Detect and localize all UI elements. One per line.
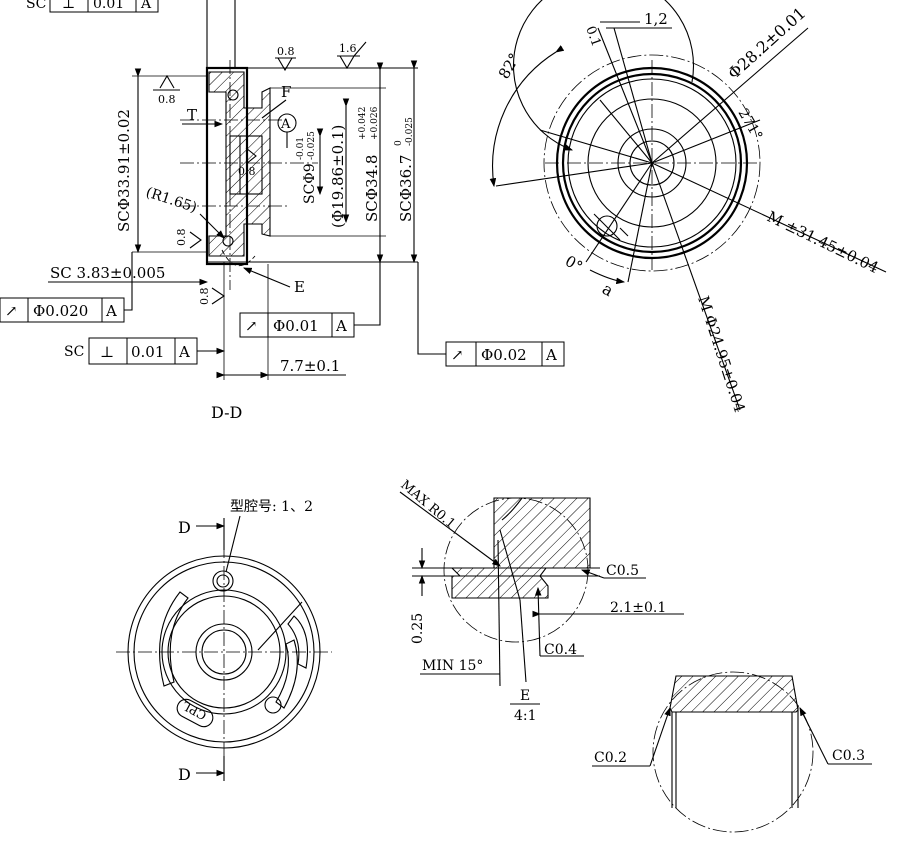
datum-a-marker: A: [277, 113, 297, 148]
roughness-16: 1.6: [339, 42, 357, 55]
dim-phi9-tol-up: -0.01: [296, 137, 306, 160]
dim-phi9: SCΦ9: [302, 163, 318, 204]
dim-phi9-tol-dn: -0.025: [307, 131, 317, 160]
bottom-left-view: D D CPL 型腔号: 1、2: [116, 499, 332, 784]
detail-e-scale: 4:1: [514, 708, 537, 724]
dim-phi1986: (Φ19.86±0.1): [329, 125, 347, 228]
gdt-perp-top-datum: A: [140, 0, 152, 12]
dim-sc383: SC 3.83±0.005: [50, 264, 165, 282]
gdt-perp-bottom-tol: 0.01: [131, 343, 164, 361]
c02: C0.2: [594, 750, 627, 766]
dim-sc348-tol-up: +0.042: [358, 107, 368, 140]
dim-m2495: M Φ24.95±0.04: [694, 294, 749, 415]
roughness-08-c: 0.8: [175, 229, 188, 247]
gdt-runout-right-datum: A: [545, 346, 557, 364]
label-e: E: [294, 278, 305, 296]
cavity-note: 型腔号: 1、2: [230, 499, 313, 515]
max-r01: MAX R0.1: [397, 478, 458, 532]
chamfer-detail-view: C0.2 C0.3: [592, 671, 872, 833]
dim-sc348-tol-dn: +0.026: [370, 106, 380, 140]
gdt-perp-top-symbol: ⊥: [62, 0, 75, 12]
gdt-perp-top-tol: 0.01: [93, 0, 124, 12]
roughness-08-b: 0.8: [158, 93, 176, 106]
gdt-runout-mid-symbol: ↗: [245, 317, 258, 335]
detail-e-hatch-bottom: [451, 575, 549, 599]
dim-12: 1,2: [644, 10, 668, 28]
roughness-08-a: 0.8: [277, 45, 295, 58]
gdt-runout-left-datum: A: [105, 302, 117, 320]
section-d-top: D: [178, 518, 191, 537]
c05: C0.5: [606, 563, 639, 579]
gdt-runout-right-tol: Φ0.02: [481, 346, 527, 364]
c04: C0.4: [544, 642, 577, 658]
view-label-dd: D-D: [211, 403, 242, 422]
gdt-runout-right-frame: ↗ Φ0.02 A: [417, 262, 565, 367]
gdt-perp-top-frame: SC ⊥ 0.01 A: [26, 0, 236, 68]
gdt-perp-top-datum-cell: [135, 0, 159, 13]
min15: MIN 15°: [422, 658, 483, 674]
detail-e-letter: E: [520, 688, 530, 704]
gdt-perp-bottom-datum: A: [178, 343, 190, 361]
gdt-perp-top-prefix: SC: [26, 0, 46, 12]
gdt-perp-bottom-symbol: ⊥: [100, 343, 114, 361]
dim-025: 0.25: [410, 613, 426, 644]
gdt-runout-left-tol: Φ0.020: [33, 302, 88, 320]
dim-21: 2.1±0.1: [610, 600, 666, 616]
dim-sc3391: SCΦ33.91±0.02: [115, 109, 133, 232]
section-d-bottom: D: [178, 765, 191, 784]
label-a: a: [599, 279, 617, 300]
datum-a-label: A: [280, 117, 291, 132]
section-dd-view: SC ⊥ 0.01 A: [0, 0, 565, 422]
engraving-frame: [176, 698, 214, 728]
dim-sc367-tol-dn: -0.025: [405, 117, 415, 146]
arc-slot-right-top: [287, 615, 309, 669]
chamfer-detail-hatch: [669, 675, 799, 713]
arc-slot-right-bottom: [275, 639, 298, 709]
dim-77: 7.7±0.1: [280, 357, 340, 375]
detail-e-view: MAX R0.1 0.25 MIN 15° C0.5 2.1±0.1 C0.4 …: [397, 478, 684, 724]
dim-sc367: SCΦ36.7: [397, 155, 415, 222]
gdt-perp-bottom-prefix: SC: [64, 344, 84, 360]
angle-0: 0°: [562, 252, 586, 276]
gdt-runout-right-symbol: ↗: [451, 346, 464, 364]
angle-82: 82°: [495, 50, 524, 82]
label-f: F: [281, 83, 291, 101]
dim-sc348: SCΦ34.8: [363, 155, 381, 222]
label-t: T: [187, 106, 197, 124]
dim-r165: (R1.65): [144, 185, 199, 216]
gdt-perp-bottom-frame: SC ⊥ 0.01 A: [64, 337, 226, 365]
part-section-outline: [180, 60, 418, 290]
dim-sc367-tol-up: 0: [394, 140, 404, 146]
dim-01: 0.1: [582, 24, 603, 49]
dim-m3145: M ±31.45±0.04: [764, 207, 881, 276]
gdt-runout-mid-tol: Φ0.01: [273, 317, 319, 335]
arc-slot-left: [159, 591, 189, 687]
gdt-runout-left-symbol: ↗: [5, 302, 18, 320]
gdt-runout-mid-frame: ↗ Φ0.01 A: [239, 262, 381, 338]
c03: C0.3: [832, 748, 865, 764]
gdt-runout-mid-datum: A: [335, 317, 347, 335]
dim-phi282: Φ28.2±0.01: [724, 3, 809, 83]
detail-e-hatch-top: [450, 497, 591, 577]
roughness-08-e: 0.8: [238, 165, 256, 178]
gdt-runout-left-frame: ↗ Φ0.020 A: [0, 252, 133, 323]
roughness-08-d: 0.8: [198, 288, 211, 306]
